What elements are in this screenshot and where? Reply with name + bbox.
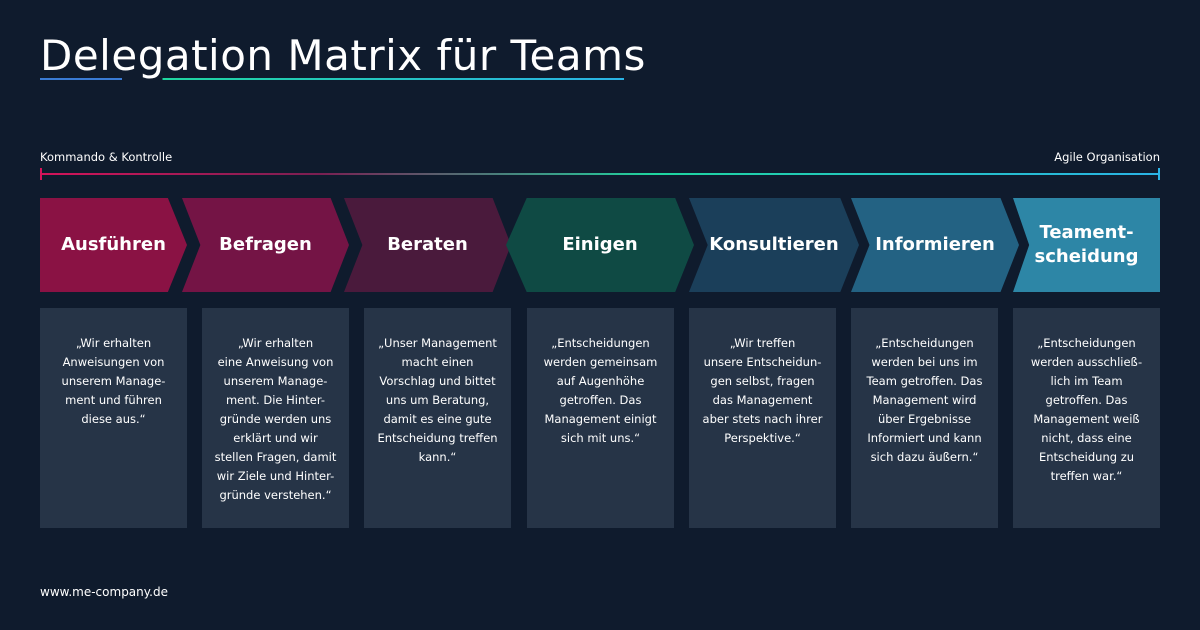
footer-url: www.me-company.de [40, 585, 168, 599]
page-title: Delegation Matrix für Teams [40, 31, 646, 80]
step-label: Konsultieren [709, 234, 839, 255]
step-chevron-beraten: Beraten [344, 198, 511, 292]
step-label: Beraten [387, 234, 468, 255]
step-description: „Wir erhalten Anweisungen von unserem Ma… [61, 336, 166, 426]
step-label: Ausführen [61, 234, 166, 255]
step-chevron-einigen: Einigen [506, 198, 694, 292]
step-description: „Entscheidungen werden ausschließ- lich … [1030, 336, 1143, 483]
step-chevron-informieren: Informieren [851, 198, 1019, 292]
step-chevron-ausfuehren: Ausführen [40, 198, 187, 292]
step-description: „Unser Management macht einen Vorschlag … [377, 336, 498, 464]
scale-gradient-line [40, 173, 1160, 175]
step-label: Einigen [562, 234, 638, 255]
step-description: „Wir erhalten eine Anweisung von unserem… [214, 336, 337, 502]
scale-right-label: Agile Organisation [1054, 150, 1160, 164]
scale-tick-right [1158, 168, 1160, 180]
step-description: „Entscheidungen werden gemeinsam auf Aug… [543, 336, 658, 445]
step-card: „Unser Management macht einen Vorschlag … [364, 308, 511, 528]
step-label: Teament- scheidung [1034, 222, 1139, 267]
step-card: „Entscheidungen werden gemeinsam auf Aug… [527, 308, 674, 528]
step-chevron-teamentscheidung: Teament- scheidung [1013, 198, 1160, 292]
step-chevrons: Ausführen Befragen Beraten Einigen Konsu… [0, 198, 1200, 292]
step-card: „Entscheidungen werden bei uns im Team g… [851, 308, 998, 528]
step-card: „Wir erhalten Anweisungen von unserem Ma… [40, 308, 187, 528]
scale-left-label: Kommando & Kontrolle [40, 150, 173, 164]
step-description: „Entscheidungen werden bei uns im Team g… [866, 336, 983, 464]
scale-tick-left [40, 168, 42, 180]
step-description: „Wir treffen unsere Entscheidun- gen sel… [702, 336, 823, 445]
title-underline [40, 78, 624, 80]
step-chevron-befragen: Befragen [182, 198, 349, 292]
step-chevron-konsultieren: Konsultieren [689, 198, 859, 292]
step-card: „Wir treffen unsere Entscheidun- gen sel… [689, 308, 836, 528]
step-descriptions: „Wir erhalten Anweisungen von unserem Ma… [0, 308, 1200, 528]
step-card: „Wir erhalten eine Anweisung von unserem… [202, 308, 349, 528]
step-label: Befragen [219, 234, 312, 255]
step-card: „Entscheidungen werden ausschließ- lich … [1013, 308, 1160, 528]
step-label: Informieren [875, 234, 995, 255]
title-block: Delegation Matrix für Teams [40, 30, 646, 80]
